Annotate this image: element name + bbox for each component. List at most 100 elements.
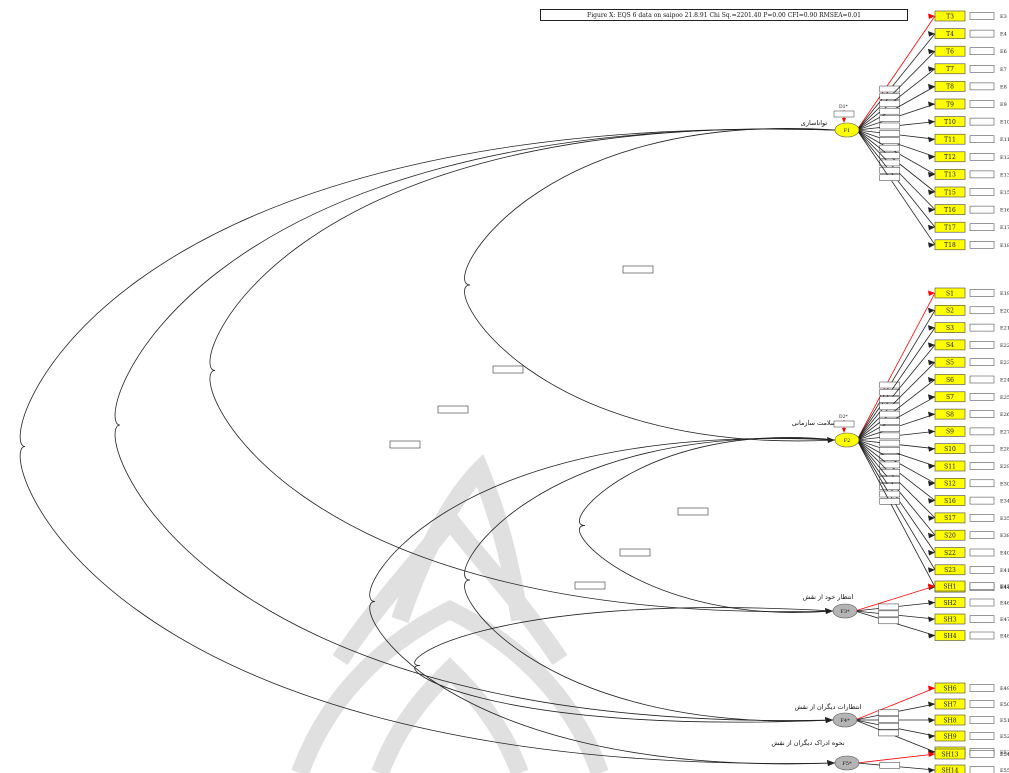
indicator-label: SH8	[943, 717, 956, 724]
error-term-label: E4	[1000, 32, 1007, 38]
loading-estimate-box	[879, 85, 901, 93]
error-term-label: E49	[1000, 686, 1009, 692]
indicator-box	[934, 133, 966, 145]
loading-estimate-box	[878, 603, 899, 611]
residual-estimate-box	[969, 29, 995, 38]
indicator-label: S7	[946, 394, 954, 401]
indicator-label: S5	[946, 360, 954, 367]
residual-estimate-box	[969, 135, 995, 143]
factor-id: F1	[844, 128, 851, 134]
residual-estimate-box	[969, 153, 995, 161]
loading-path	[856, 344, 936, 441]
indicator-label: T16	[944, 207, 956, 214]
indicator-box	[934, 98, 966, 110]
watermark-emblem	[291, 453, 609, 773]
residual-estimate-box	[969, 427, 995, 436]
factor-id: F5*	[842, 761, 852, 767]
residual-estimate-box	[969, 65, 995, 73]
loading-path	[856, 379, 936, 441]
residual-estimate-box	[969, 375, 995, 384]
arrowhead	[928, 13, 935, 19]
indicator-box	[934, 356, 966, 368]
loading-estimate-box	[878, 610, 899, 618]
indicator-box	[934, 81, 966, 92]
indicator-box	[934, 748, 966, 760]
arrowhead	[928, 31, 935, 37]
indicator-box	[934, 714, 966, 726]
residual-estimate-box	[969, 479, 995, 488]
loading-estimate-box	[878, 729, 899, 737]
error-term-label: E41	[1000, 568, 1009, 574]
indicator-label: S11	[944, 463, 956, 470]
indicator-box	[934, 287, 966, 299]
error-term-label: E18	[1000, 243, 1009, 249]
arrowhead	[928, 242, 935, 248]
indicator-box	[934, 529, 966, 541]
factor-id: F4*	[840, 718, 850, 724]
indicator-box	[934, 45, 966, 57]
indicator-box	[934, 151, 966, 163]
residual-estimate-box	[969, 750, 995, 758]
arrowhead	[928, 446, 935, 452]
factor-ellipse	[832, 712, 858, 728]
loading-estimate-box	[879, 439, 901, 447]
loading-estimate-box	[879, 115, 901, 122]
arrowhead	[928, 463, 935, 469]
arrowhead	[928, 701, 935, 707]
estimate-box	[437, 405, 469, 414]
indicator-box	[934, 512, 966, 524]
disturbance-estimate-box	[833, 110, 855, 118]
indicator-box	[934, 682, 966, 694]
arrowhead	[928, 532, 935, 539]
residual-estimate-box	[969, 100, 995, 108]
loading-estimate-box	[879, 122, 901, 130]
indicator-box	[934, 630, 966, 641]
residual-estimate-box	[969, 241, 995, 249]
indicator-box	[934, 28, 966, 39]
covariance-arc	[414, 607, 834, 723]
loading-estimate-box	[879, 410, 901, 418]
indicator-label: T13	[944, 172, 956, 179]
loading-estimate-box	[879, 483, 901, 490]
loading-path	[856, 129, 936, 175]
arrowhead	[928, 224, 935, 231]
loading-path	[854, 687, 936, 721]
indicator-label: T9	[946, 101, 954, 108]
error-term-label: E52	[1000, 734, 1009, 740]
indicator-label: SH3	[943, 616, 956, 623]
loading-estimate-box	[879, 425, 901, 432]
disturbance-label: D1*	[839, 104, 848, 110]
arrowhead	[928, 359, 935, 366]
loading-path	[856, 50, 936, 131]
arrowhead	[928, 136, 935, 143]
loading-path	[856, 68, 936, 131]
indicator-box	[934, 564, 966, 576]
error-term-label: E30	[1000, 481, 1009, 487]
arrowhead	[928, 428, 935, 435]
residual-estimate-box	[969, 732, 995, 740]
loading-path	[854, 585, 936, 612]
indicator-label: S2	[946, 308, 954, 315]
residual-estimate-box	[969, 205, 995, 214]
arrowhead	[842, 428, 846, 433]
residual-estimate-box	[969, 393, 995, 401]
arrowhead	[928, 733, 935, 739]
loading-estimate-box	[879, 461, 901, 469]
error-term-label: E23	[1000, 360, 1009, 366]
arrowhead	[928, 498, 935, 504]
arrowhead	[842, 118, 846, 123]
covariance-arc	[19, 128, 836, 764]
error-term-label: E38	[1000, 533, 1009, 539]
loading-estimate-box	[879, 381, 901, 389]
indicator-label: S12	[944, 481, 956, 488]
loading-estimate-box	[879, 432, 901, 440]
residual-estimate-box	[969, 82, 995, 91]
loading-estimate-box	[879, 130, 901, 137]
error-term-label: E25	[1000, 395, 1009, 401]
indicator-label: S10	[944, 446, 956, 453]
loading-estimate-box	[878, 617, 899, 625]
indicator-label: S3	[946, 325, 954, 332]
indicator-box	[934, 186, 966, 198]
error-term-label: E19	[1000, 291, 1009, 297]
loading-estimate-box	[879, 167, 901, 174]
